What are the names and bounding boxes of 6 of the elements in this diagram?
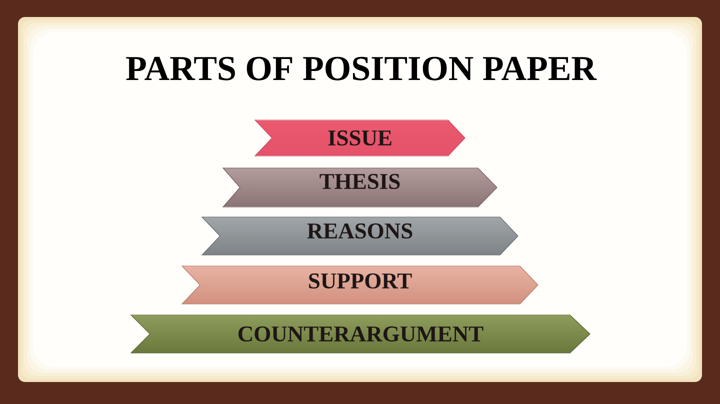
chevron-band: SUPPORT bbox=[181, 266, 538, 304]
chevron-band: COUNTERARGUMENT bbox=[130, 314, 590, 354]
chevron-band: REASONS bbox=[201, 216, 518, 256]
title: PARTS OF POSITION PAPER bbox=[126, 56, 597, 80]
chevron-band: ISSUE bbox=[254, 120, 466, 156]
chevron-band: THESIS bbox=[222, 168, 498, 208]
